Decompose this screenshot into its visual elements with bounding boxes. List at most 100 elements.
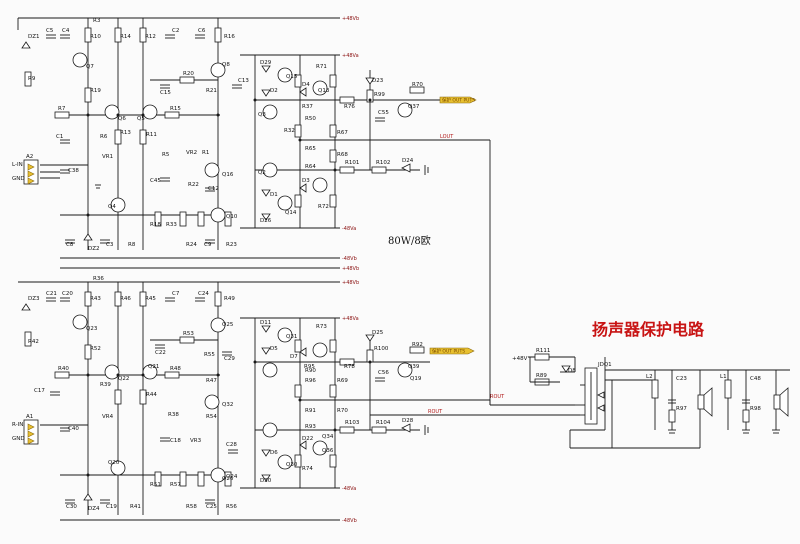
ref-label: R58 bbox=[186, 504, 197, 510]
ref-label: C21 bbox=[46, 291, 57, 297]
ref-label: C28 bbox=[226, 442, 237, 448]
ref-label: R91 bbox=[305, 408, 316, 414]
ref-label: R42 bbox=[28, 339, 39, 345]
ref-label: VR3 bbox=[190, 438, 202, 444]
ref-label: C55 bbox=[378, 110, 389, 116]
rail-label-pos-b-2: +48Vb bbox=[342, 280, 359, 286]
ref-label: R100 bbox=[374, 346, 389, 352]
ref-label: C17 bbox=[34, 388, 45, 394]
ref-label: R56 bbox=[226, 504, 237, 510]
ref-label: R89 bbox=[536, 373, 547, 379]
ref-label: Q4 bbox=[108, 204, 116, 210]
rail-label-neg-a-2: -48Va bbox=[342, 486, 356, 492]
ref-label: D8 bbox=[568, 368, 576, 374]
ref-label: D24 bbox=[402, 158, 414, 164]
ref-label: Q16 bbox=[222, 172, 234, 178]
ref-label: Q8 bbox=[222, 62, 230, 68]
ref-label: C40 bbox=[68, 426, 79, 432]
ref-label: R55 bbox=[204, 352, 215, 358]
ref-label: Q32 bbox=[222, 402, 233, 408]
protect-output-tag-bottom-text: 保护 OUT PUTS bbox=[432, 348, 465, 355]
ref-label: R90 bbox=[305, 368, 316, 374]
ref-label: R64 bbox=[305, 164, 316, 170]
ref-label: C18 bbox=[170, 438, 181, 444]
ref-label: R92 bbox=[412, 342, 423, 348]
input-connector-right bbox=[23, 419, 39, 445]
ref-label: R74 bbox=[302, 466, 313, 472]
ref-label: R13 bbox=[120, 130, 131, 136]
ref-label: DZ4 bbox=[88, 506, 100, 512]
ref-label: C30 bbox=[66, 504, 77, 510]
ref-label: Q3 bbox=[258, 112, 266, 118]
ref-label: L1 bbox=[720, 374, 727, 380]
power-rating-label: 80W/8欧 bbox=[388, 235, 431, 247]
ref-label: R45 bbox=[145, 296, 156, 302]
ref-label: JDQ1 bbox=[597, 362, 612, 368]
ref-label: C12 bbox=[208, 186, 219, 192]
ref-label: D25 bbox=[372, 330, 384, 336]
ref-label: R40 bbox=[58, 366, 69, 372]
ref-label: C2 bbox=[172, 28, 179, 34]
ref-label: C45 bbox=[150, 178, 161, 184]
ref-label: R5 bbox=[162, 152, 170, 158]
ref-label: L2 bbox=[646, 374, 653, 380]
ref-label: D5 bbox=[270, 346, 278, 352]
ref-label: Q5 bbox=[137, 116, 145, 122]
ref-label: R76 bbox=[344, 104, 355, 110]
speaker-protection-circuit: 扬声器保护电路 +48V bbox=[470, 140, 790, 449]
ref-label: R68 bbox=[337, 152, 348, 158]
rail-label-neg-b-top: -48Vb bbox=[342, 256, 357, 262]
ref-label: R70 bbox=[412, 82, 423, 88]
ref-label: R41 bbox=[130, 504, 141, 510]
ref-label: R21 bbox=[206, 88, 217, 94]
net-label-lout: LOUT bbox=[440, 134, 454, 140]
ref-label: R101 bbox=[345, 160, 359, 166]
ref-label: C4 bbox=[62, 28, 70, 34]
ref-label: R46 bbox=[120, 296, 131, 302]
protect-output-tag-top bbox=[439, 96, 477, 104]
ref-label: Q2 bbox=[258, 170, 266, 176]
ref-label: C25 bbox=[206, 504, 217, 510]
component-labels-bottom: DZ3 C21 C20 R43 R36 R46 R45 C7 C24 R49 Q… bbox=[28, 276, 423, 512]
ref-label: D2 bbox=[270, 88, 278, 94]
ref-label: C38 bbox=[68, 168, 79, 174]
ref-label: Q25 bbox=[222, 322, 234, 328]
ref-label: R33 bbox=[166, 222, 177, 228]
ref-label: Q30 bbox=[286, 462, 298, 468]
connector-label-a1: A1 bbox=[26, 414, 33, 420]
ref-label: R97 bbox=[676, 406, 687, 412]
ref-label: R78 bbox=[344, 364, 355, 370]
ref-label: C5 bbox=[46, 28, 54, 34]
ref-label: R7 bbox=[58, 106, 66, 112]
ref-label: R20 bbox=[183, 71, 194, 77]
ref-label: R49 bbox=[224, 296, 235, 302]
ref-label: R19 bbox=[90, 88, 101, 94]
ref-label: C1 bbox=[56, 134, 63, 140]
protect-output-tag-bottom bbox=[429, 347, 475, 355]
ref-label: R39 bbox=[100, 382, 111, 388]
ref-label: R50 bbox=[305, 116, 316, 122]
ref-label: R6 bbox=[100, 134, 108, 140]
ref-label: VR4 bbox=[102, 414, 114, 420]
component-labels-top: DZ1 C5 C4 R10 R3 R14 R12 C2 C6 R16 Q7 R9… bbox=[28, 18, 423, 252]
ref-label: D30 bbox=[260, 478, 272, 484]
ref-label: R23 bbox=[226, 242, 237, 248]
ref-label: R12 bbox=[145, 34, 156, 40]
ref-label: C20 bbox=[62, 291, 73, 297]
ref-label: R24 bbox=[186, 242, 197, 248]
ref-label: R52 bbox=[90, 346, 101, 352]
input-connector-left bbox=[23, 159, 39, 185]
ref-label: Q20 bbox=[108, 460, 120, 466]
ref-label: Q7 bbox=[86, 64, 94, 70]
ref-label: Q26 bbox=[222, 476, 234, 482]
ref-label: R57 bbox=[170, 482, 181, 488]
protect-v-label: +48V bbox=[512, 356, 528, 362]
ref-label: R54 bbox=[206, 414, 217, 420]
ref-label: R95 bbox=[304, 364, 315, 370]
ref-label: VR1 bbox=[102, 154, 113, 160]
ref-label: R14 bbox=[120, 34, 131, 40]
ref-label: R32 bbox=[284, 128, 295, 134]
ref-label: R99 bbox=[374, 92, 385, 98]
rail-label-pos-b-bottom: +48Vb bbox=[342, 266, 359, 272]
ref-label: R51 bbox=[150, 482, 161, 488]
